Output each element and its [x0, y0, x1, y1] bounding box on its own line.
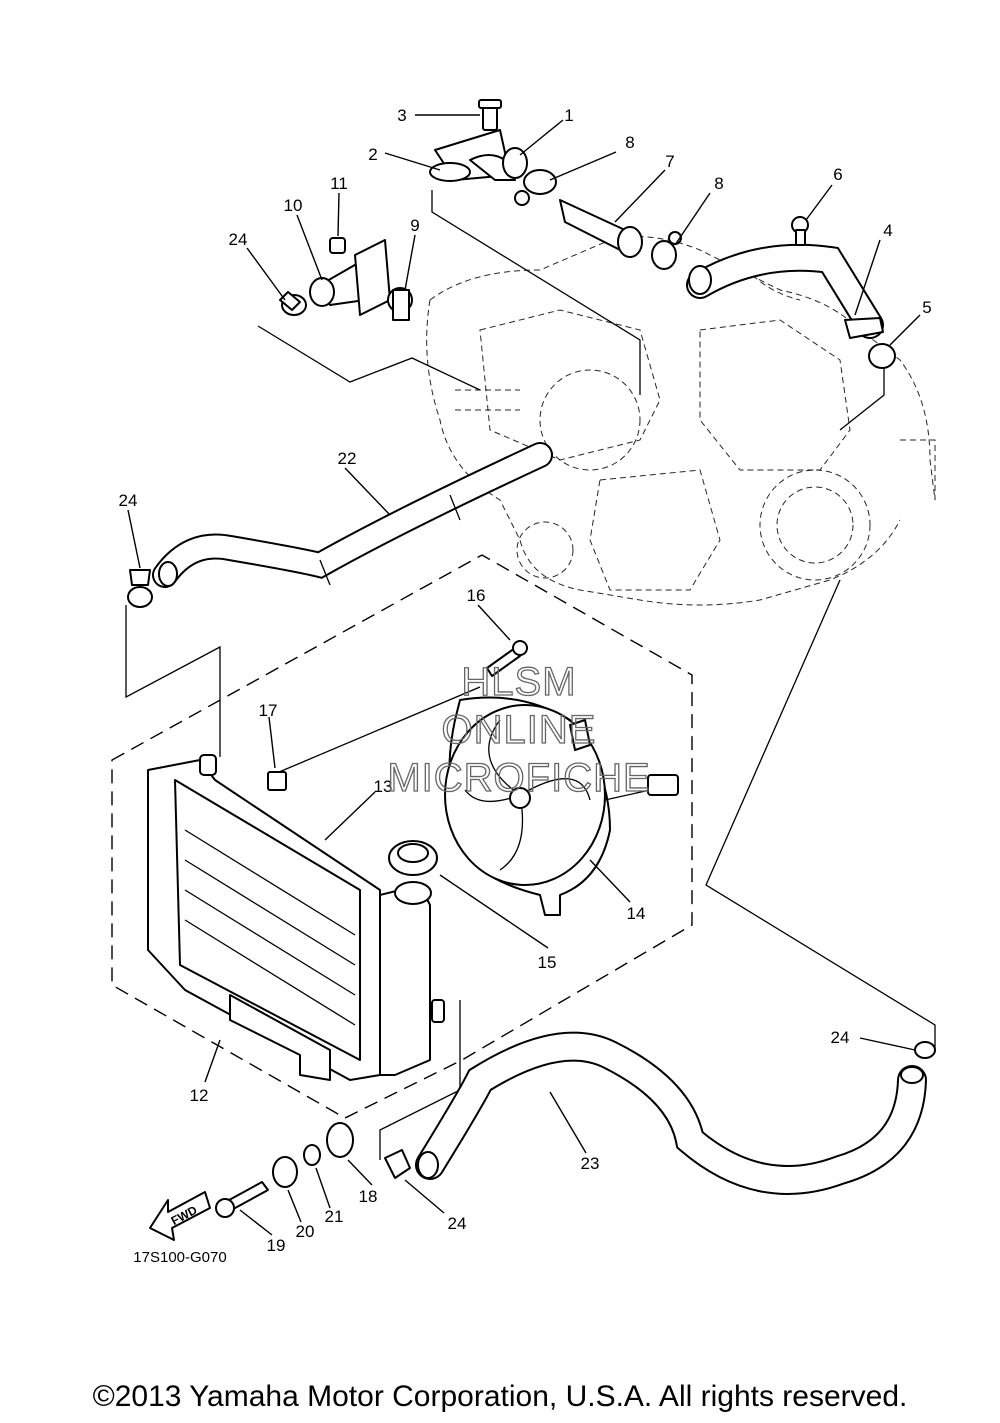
callout-24b: 24 [119, 491, 138, 510]
callout-24c: 24 [831, 1028, 850, 1047]
callout-2: 2 [368, 145, 377, 164]
callout-12: 12 [190, 1086, 209, 1105]
hose-23 [415, 1031, 927, 1195]
watermark: HLSM ONLINE MICROFICHE [387, 659, 651, 800]
diagram-code: 17S100-G070 [133, 1249, 226, 1266]
hose-22 [152, 442, 553, 588]
callout-16: 16 [467, 586, 486, 605]
callout-15: 15 [538, 953, 557, 972]
mounting-hardware [215, 1041, 936, 1218]
assembly-boundary [111, 554, 693, 1119]
callout-7: 7 [665, 152, 674, 171]
fasteners-16-17 [267, 640, 528, 791]
inlet-pipe-parts [279, 237, 413, 321]
fan-assembly-14 [444, 696, 679, 916]
callout-24a: 24 [229, 230, 248, 249]
clamp-24-left [127, 569, 153, 608]
callout-3: 3 [397, 106, 406, 125]
callout-4: 4 [883, 221, 892, 240]
callout-11: 11 [330, 174, 348, 193]
callout-5: 5 [922, 298, 931, 317]
callout-20: 20 [296, 1222, 315, 1241]
callout-24d: 24 [448, 1214, 467, 1233]
hose-4 [686, 243, 884, 339]
thermostat-cover-parts [429, 99, 896, 369]
callout-22: 22 [338, 449, 357, 468]
callout-8a: 8 [625, 133, 634, 152]
watermark-line-3: MICROFICHE [387, 756, 650, 800]
reference-lines [125, 190, 936, 1160]
callout-18: 18 [359, 1187, 378, 1206]
copyright-notice: ©2013 Yamaha Motor Corporation, U.S.A. A… [92, 1380, 908, 1413]
callout-23: 23 [581, 1154, 600, 1173]
callout-8b: 8 [714, 174, 723, 193]
callout-14: 14 [627, 904, 646, 923]
callout-19: 19 [267, 1236, 286, 1255]
callout-leaders [127, 114, 921, 1236]
forward-arrow-icon: FWD [149, 1191, 211, 1241]
engine-outline [426, 236, 936, 606]
callout-9: 9 [410, 216, 419, 235]
callout-13: 13 [374, 777, 393, 796]
watermark-line-1: HLSM [461, 660, 576, 704]
callout-numbers: 1 2 3 4 5 6 7 8 8 9 10 11 12 13 14 15 16… [119, 106, 932, 1255]
callout-1: 1 [564, 106, 573, 125]
radiator-cap-15 [388, 840, 438, 905]
callout-21: 21 [325, 1207, 344, 1226]
watermark-line-2: ONLINE [442, 708, 597, 752]
callout-17: 17 [259, 701, 278, 720]
callout-6: 6 [833, 165, 842, 184]
callout-10: 10 [284, 196, 303, 215]
radiator-12 [147, 754, 445, 1081]
